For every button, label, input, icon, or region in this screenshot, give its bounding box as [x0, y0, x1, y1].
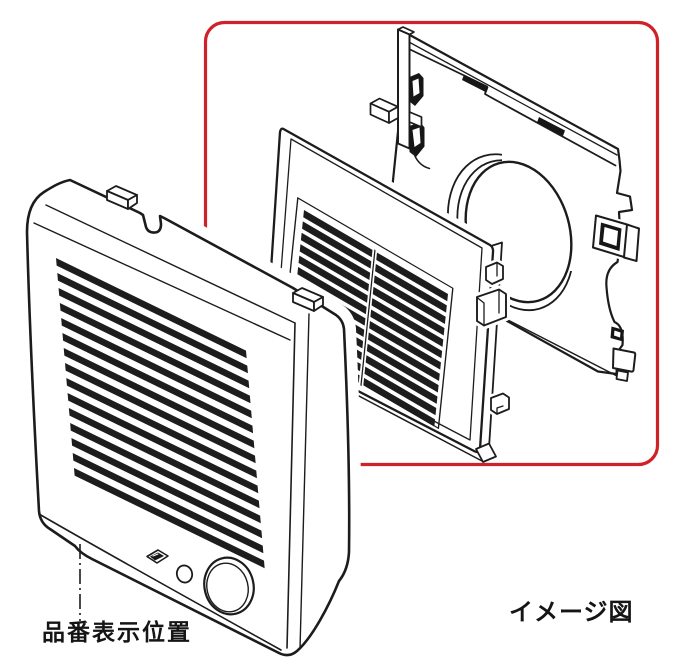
front-cover-small-circle	[175, 564, 194, 584]
front-cover-illustration	[15, 168, 362, 665]
front-cover-large-circle	[203, 556, 255, 616]
plate-square-hole	[610, 326, 624, 342]
caption-part-number-position: 品番表示位置	[42, 619, 192, 645]
mounting-plate-illustration	[369, 26, 642, 382]
plate-hook-post	[369, 26, 431, 170]
front-cover-slot	[146, 549, 169, 564]
inner-panel-bottom-clip	[487, 390, 513, 418]
plate-bottom-tab	[612, 347, 637, 382]
plate-latch-receiver	[590, 212, 642, 264]
plate-slot-left	[462, 74, 489, 93]
plate-slot-right	[537, 117, 565, 136]
inner-panel-latch-small	[482, 259, 507, 288]
hook-wire	[412, 150, 431, 170]
inner-panel-latch-large	[473, 285, 510, 330]
caption-image-note: イメージ図	[509, 599, 634, 626]
front-cover-louvers	[56, 258, 265, 569]
